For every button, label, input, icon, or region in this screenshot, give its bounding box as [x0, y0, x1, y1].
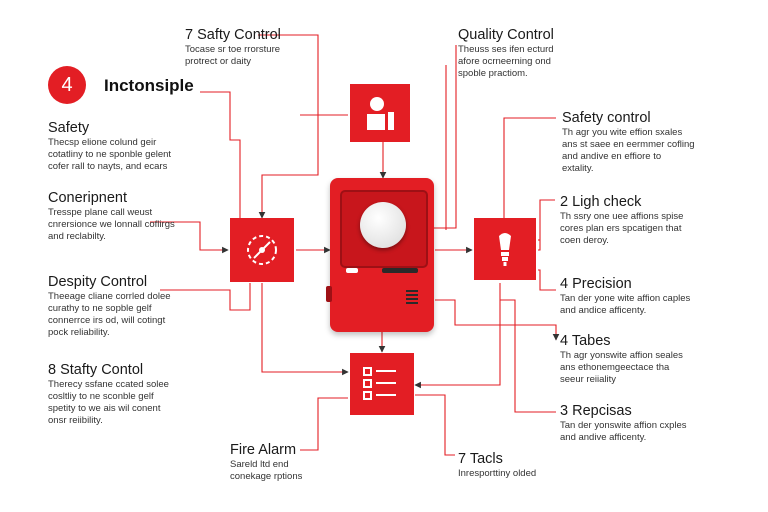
node-title: Fire Alarm — [230, 442, 297, 458]
node-title: Safety control — [562, 110, 651, 126]
line-repcisas — [500, 299, 556, 413]
node-tacls: 7 Tacls Inresporttiny olded — [458, 451, 536, 480]
node-title: 8 Stafty Contol — [48, 362, 144, 378]
node-stafty-8: 8 Stafty Contol Therecy ssfane ccated so… — [48, 362, 169, 427]
panel-side-handle — [326, 286, 332, 302]
node-desc: Inresporttiny olded — [458, 468, 537, 479]
node-tabes: 4 Tabes Th agr yonswite affion seales an… — [560, 333, 683, 386]
node-title: 7 Safty Control — [185, 27, 281, 43]
node-ligh-check: 2 Ligh check Th ssry one uee affions spi… — [560, 194, 683, 247]
node-top-right: Quality Control Theuss ses ifen ecturd a… — [458, 27, 554, 80]
node-desc: Tocase sr toe rrorsture protrect or dait… — [185, 44, 281, 67]
node-despity: Despity Control Theeage cliane corrled d… — [48, 274, 171, 339]
line-center-tabes — [435, 299, 560, 341]
node-desc: Sareld ltd end conekage rptions — [230, 459, 303, 482]
gear-icon — [247, 235, 277, 265]
number-badge: 4 — [48, 66, 86, 104]
line-fire — [300, 397, 348, 451]
light-box[interactable] — [474, 218, 536, 280]
node-precision: 4 Precision Tan der yone wite affion cap… — [560, 276, 690, 317]
node-title: 7 Tacls — [458, 451, 503, 467]
line-gear-list — [261, 283, 349, 376]
node-fire-alarm: Fire Alarm Sareld ltd end conekage rptio… — [230, 442, 302, 483]
alarm-panel — [326, 178, 434, 332]
checklist-icon — [363, 367, 396, 400]
line-conerip — [150, 221, 229, 254]
alarm-panel-face — [340, 190, 428, 268]
node-title: Safety — [48, 120, 90, 136]
node-safety: Safety Thecsp elione colund geir cotatli… — [48, 120, 171, 173]
checklist-box[interactable] — [350, 353, 414, 415]
node-desc: Therecy ssfane ccated solee cosltliy to … — [48, 379, 169, 426]
node-coneripnent: Coneripnent Tresspe plane call weust cnr… — [48, 190, 175, 243]
line-precision — [538, 269, 556, 291]
node-title: 4 Tabes — [560, 333, 611, 349]
panel-display-slot — [382, 268, 418, 273]
node-title: Coneripnent — [48, 190, 127, 206]
line-safecontrol — [503, 117, 556, 220]
node-title: 4 Precision — [560, 276, 632, 292]
node-desc: Tan der yonswite affion cxples and andiv… — [560, 420, 687, 443]
line-ligh — [538, 199, 555, 251]
line-quality — [428, 45, 457, 229]
node-desc: Tan der yone wite affion caples and andi… — [560, 293, 691, 316]
node-top-left: 7 Safty Control Tocase sr toe rrorsture … — [185, 27, 281, 68]
node-title: Despity Control — [48, 274, 148, 290]
node-desc: Th ssry one uee affions spise cores plan… — [560, 211, 684, 246]
node-title: 2 Ligh check — [560, 194, 642, 210]
node-desc: Thecsp elione colund geir cotatliny to n… — [48, 137, 172, 172]
line-despity — [160, 283, 251, 311]
node-title: Quality Control — [458, 27, 554, 43]
bulb-icon — [499, 233, 511, 266]
node-repcisas: 3 Repcisas Tan der yonswite affion cxple… — [560, 403, 687, 444]
line-topleft — [258, 34, 319, 219]
node-safety-control: Safety control Th agr you wite effion sx… — [562, 110, 695, 175]
line-light-list — [414, 283, 501, 389]
line-safety — [200, 91, 241, 218]
line-tacls — [415, 394, 455, 456]
node-desc: Theeage cliane corrled dolee curathy to … — [48, 291, 171, 338]
alarm-button-icon[interactable] — [360, 202, 406, 248]
panel-vent-icon — [406, 290, 418, 304]
main-title: Inctonsiple — [104, 76, 194, 95]
node-desc: Tresspe plane call weust cnrersionce we … — [48, 207, 175, 242]
person-box[interactable] — [350, 84, 410, 142]
panel-indicator-light — [346, 268, 358, 273]
gear-box[interactable] — [230, 218, 294, 282]
node-desc: Th agr you wite effion sxales ans st sae… — [562, 127, 695, 174]
node-desc: Th agr yonswite affion seales ans ethone… — [560, 350, 683, 385]
node-desc: Theuss ses ifen ecturd afore ocrneerning… — [458, 44, 554, 79]
node-title: 3 Repcisas — [560, 403, 632, 419]
person-icon — [367, 97, 394, 130]
